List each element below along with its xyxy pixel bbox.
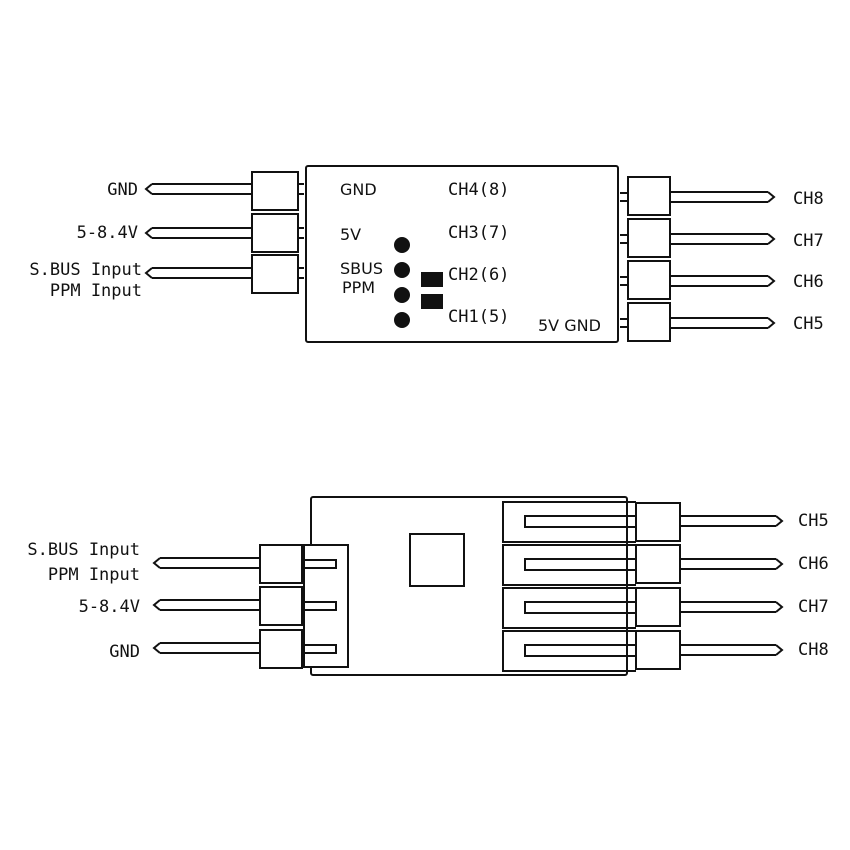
top-left-label-1: GND <box>107 180 138 200</box>
jumper-pad <box>421 272 443 287</box>
bottom-view: S.BUS Input PPM Input 5-8.4V GND CH5 CH6… <box>27 496 829 676</box>
jumper-pad <box>421 294 443 309</box>
pin-header <box>635 502 681 542</box>
bottom-right-label-1: CH5 <box>798 511 829 531</box>
board-gnd-label: GND <box>340 180 377 199</box>
pin-header <box>259 544 303 584</box>
top-view: GND 5-8.4V S.BUS Input PPM Input CH8 CH7… <box>29 165 824 343</box>
pin-header <box>251 213 299 253</box>
top-right-pin-2 <box>620 218 776 258</box>
top-left-label-2: 5-8.4V <box>77 223 138 243</box>
top-right-label-1: CH8 <box>793 189 824 209</box>
top-right-label-4: CH5 <box>793 314 824 334</box>
pin-header <box>635 544 681 584</box>
bottom-left-label-1a: S.BUS Input <box>27 540 140 560</box>
solder-pad <box>394 287 410 303</box>
board-5v-label: 5V <box>340 225 361 244</box>
connector-housing <box>303 544 349 668</box>
bottom-right-label-2: CH6 <box>798 554 829 574</box>
top-left-pin-1 <box>144 171 304 211</box>
top-right-label-3: CH6 <box>793 272 824 292</box>
bottom-right-pin-1 <box>502 501 784 543</box>
pin-header <box>259 629 303 669</box>
board-ch3-label: CH3(7) <box>448 223 509 243</box>
bottom-right-label-3: CH7 <box>798 597 829 617</box>
top-left-label-3b: PPM Input <box>50 281 142 301</box>
top-right-pin-1 <box>620 176 776 216</box>
board-ch4-label: CH4(8) <box>448 180 509 200</box>
board-sbus-label: SBUS <box>340 259 383 278</box>
pin-header <box>627 302 671 342</box>
top-left-label-3a: S.BUS Input <box>29 260 142 280</box>
bottom-right-pin-4 <box>502 630 784 672</box>
bottom-right-pin-2 <box>502 544 784 586</box>
pin-header <box>627 218 671 258</box>
bottom-right-pin-3 <box>502 587 784 629</box>
bottom-left-pin-2 <box>152 586 337 626</box>
pin-header <box>635 630 681 670</box>
pin-header <box>635 587 681 627</box>
pin-header <box>627 260 671 300</box>
pin-header <box>251 171 299 211</box>
bottom-left-pin-1 <box>152 544 337 584</box>
top-right-pin-3 <box>620 260 776 300</box>
pin-header <box>259 586 303 626</box>
board-ch2-label: CH2(6) <box>448 265 509 285</box>
board-ch1-label: CH1(5) <box>448 307 509 327</box>
top-left-pin-3 <box>144 254 304 294</box>
top-board <box>305 165 619 343</box>
pin-header <box>627 176 671 216</box>
solder-pad <box>394 312 410 328</box>
bottom-left-label-1b: PPM Input <box>48 565 140 585</box>
top-left-pin-2 <box>144 213 304 253</box>
top-right-pin-4 <box>620 302 776 342</box>
chip <box>409 533 465 587</box>
board-5v-gnd-label: 5V GND <box>538 316 601 335</box>
solder-pad <box>394 237 410 253</box>
pin-header <box>251 254 299 294</box>
bottom-left-label-2: 5-8.4V <box>79 597 140 617</box>
solder-pad <box>394 262 410 278</box>
top-right-label-2: CH7 <box>793 231 824 251</box>
bottom-left-label-3: GND <box>109 642 140 662</box>
bottom-right-label-4: CH8 <box>798 640 829 660</box>
bottom-left-pin-3 <box>152 629 337 669</box>
board-ppm-label: PPM <box>342 278 375 297</box>
